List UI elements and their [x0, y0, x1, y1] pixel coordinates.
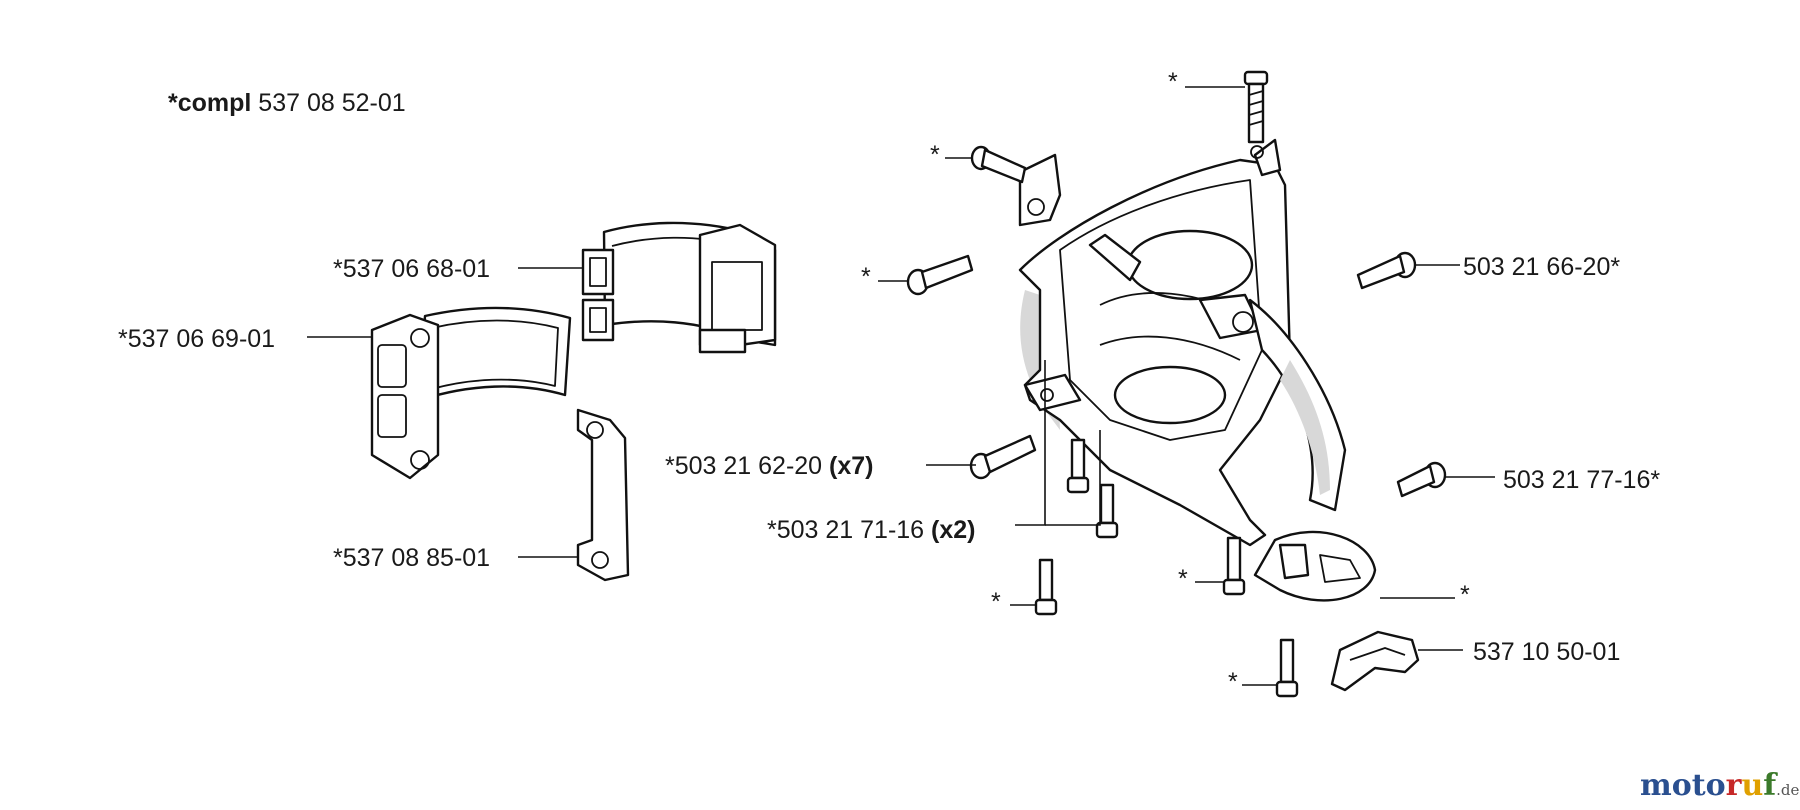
label-537-06-69-01: *537 06 69-01 — [118, 325, 275, 353]
asterisk-bottom-left: * — [991, 588, 1001, 616]
small-gasket-part — [576, 408, 630, 582]
motoruf-logo: motoruf.de — [1640, 768, 1800, 803]
label-503-21-62-20-number: *503 21 62-20 — [665, 452, 829, 480]
intake-adapter-part — [581, 221, 777, 354]
screw-upper-left — [970, 145, 1027, 184]
compl-assembly-label: *compl 537 08 52-01 — [168, 89, 406, 117]
asterisk-top: * — [1168, 68, 1178, 96]
screw-bottom-1 — [1066, 438, 1090, 494]
asterisk-bottom-center: * — [1178, 565, 1188, 593]
logo-moto: moto — [1640, 768, 1726, 803]
compl-prefix: *compl — [168, 89, 251, 117]
logo-r: r — [1726, 768, 1743, 803]
screw-right-lower — [1396, 461, 1447, 498]
screw-bottom-left — [1034, 558, 1058, 616]
label-503-21-62-20-qty: (x7) — [829, 452, 873, 480]
label-503-21-62-20: *503 21 62-20 (x7) — [665, 452, 874, 480]
gasket-frame-part — [370, 306, 572, 480]
clip-part — [1330, 630, 1420, 692]
label-503-21-71-16-qty: (x2) — [931, 516, 975, 544]
label-503-21-77-16: 503 21 77-16* — [1503, 466, 1660, 494]
leader-lines — [307, 86, 1495, 686]
screw-bottom-right — [1222, 536, 1246, 596]
label-503-21-66-20: 503 21 66-20* — [1463, 253, 1620, 281]
screw-right-upper — [1356, 251, 1417, 290]
logo-suffix: .de — [1776, 781, 1799, 799]
screw-center — [969, 434, 1037, 480]
screw-bottom-2 — [1095, 483, 1119, 539]
compl-number: 537 08 52-01 — [251, 89, 405, 117]
logo-u: u — [1741, 768, 1763, 803]
main-bracket-housing — [1018, 138, 1377, 602]
asterisk-upper-left: * — [930, 141, 940, 169]
asterisk-right: * — [1460, 581, 1470, 609]
screw-left — [906, 254, 974, 296]
label-503-21-71-16-number: *503 21 71-16 — [767, 516, 931, 544]
screw-bottom-far — [1275, 638, 1299, 698]
label-537-06-68-01: *537 06 68-01 — [333, 255, 490, 283]
asterisk-bottom-far: * — [1228, 668, 1238, 696]
label-537-10-50-01: 537 10 50-01 — [1473, 638, 1620, 666]
label-537-08-85-01: *537 08 85-01 — [333, 544, 490, 572]
label-503-21-71-16: *503 21 71-16 (x2) — [767, 516, 976, 544]
screw-top — [1243, 70, 1269, 144]
logo-f: f — [1763, 768, 1778, 803]
asterisk-left: * — [861, 263, 871, 291]
